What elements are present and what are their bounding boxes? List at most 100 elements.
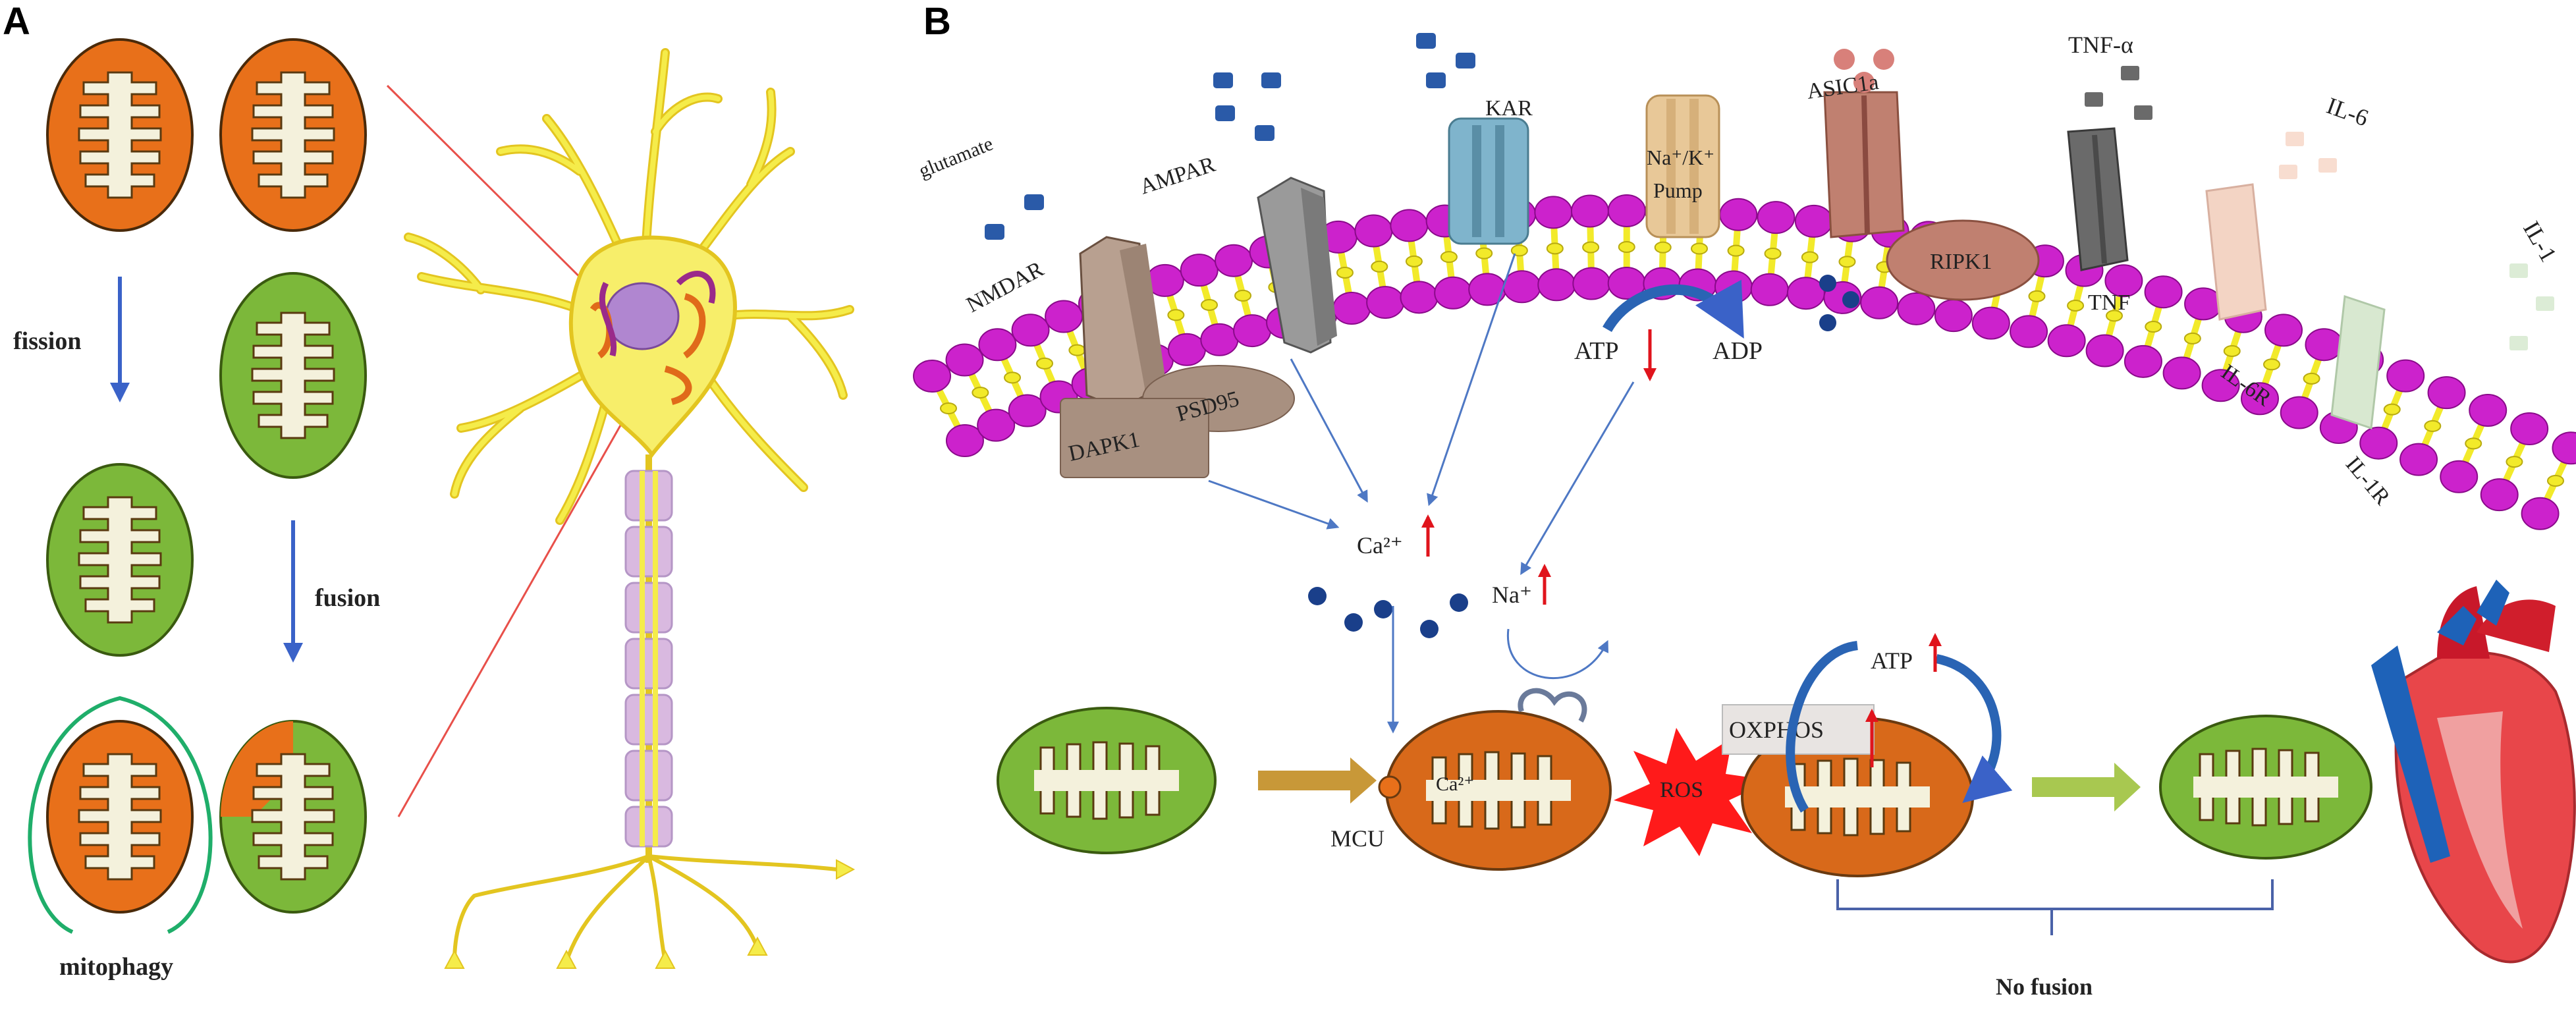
no-fusion-brace — [1836, 879, 2274, 935]
lipid-head — [1434, 276, 1473, 310]
lipid-head — [1366, 286, 1405, 319]
mito-orange-bottom-left — [46, 720, 194, 914]
nmdar-label: NMDAR — [962, 257, 1047, 317]
kar-to-ca-arrow — [1427, 253, 1516, 506]
no-fusion-label: No fusion — [1996, 973, 2093, 1000]
lipid-head — [1714, 270, 1753, 304]
il6-ligands — [2279, 132, 2337, 179]
lipid-tail-knot — [1546, 242, 1564, 255]
ampar-receptor — [1257, 177, 1337, 354]
lipid-head — [1607, 194, 1646, 227]
healthy-mito-left — [997, 707, 1217, 854]
il6-label: IL-6 — [2323, 92, 2372, 131]
ampar-label: AMPAR — [1137, 152, 1219, 200]
lipid-head — [2201, 369, 2240, 402]
lipid-tail-knot — [1405, 255, 1423, 267]
lipid-head — [1233, 314, 1272, 348]
lipid-head — [1167, 333, 1206, 366]
asic1a-channel — [1823, 91, 1905, 238]
mitophagy-label: mitophagy — [59, 953, 173, 981]
lipid-head — [1934, 299, 1973, 333]
lipid-tail-knot — [1371, 260, 1388, 273]
lipid-head — [1971, 306, 2010, 340]
lipid-tail-knot — [1036, 357, 1054, 370]
nmdar-ampar-to-ca-arrow — [1290, 358, 1368, 503]
lipid-head — [1897, 292, 1936, 325]
lipid-head — [1468, 273, 1507, 306]
tnf-receptor — [2067, 127, 2129, 271]
lipid-tail-knot — [2506, 456, 2523, 468]
neuron — [404, 48, 856, 969]
ca-in-mito-label: Ca²⁺ — [1436, 773, 1474, 795]
lipid-head — [2010, 315, 2048, 348]
lipid-head — [1045, 300, 1083, 333]
lipid-head — [1786, 277, 1825, 310]
mcu-label: MCU — [1330, 825, 1384, 852]
lipid-head — [2305, 328, 2343, 362]
ripk1-label: RIPK1 — [1930, 250, 1992, 274]
lipid-tail-knot — [1510, 244, 1528, 257]
lipid-tail-knot — [1234, 289, 1252, 302]
ripk1-protein — [1886, 219, 2040, 301]
lipid-head — [1200, 323, 1239, 356]
panel-letter-a: A — [3, 0, 30, 43]
fusion-label: fusion — [315, 584, 380, 612]
lipid-tail-knot — [1801, 251, 1819, 263]
lipid-tail-knot — [1838, 256, 1856, 268]
lipid-tail-knot — [1336, 266, 1354, 279]
adp-label: ADP — [1713, 337, 1763, 365]
lipid-head — [2510, 412, 2549, 445]
lipid-head — [1332, 292, 1371, 325]
lipid-tail-knot — [1004, 371, 1022, 384]
lipid-head — [2521, 497, 2560, 530]
lipid-head — [2144, 275, 2183, 309]
lipid-head — [1400, 281, 1439, 314]
atp-cycle-arrow — [1786, 641, 1996, 810]
fission-label: fission — [13, 327, 81, 355]
damaged-mito-ca — [1385, 710, 1612, 871]
il6r-receptor — [2205, 183, 2267, 321]
lipid-head — [1180, 254, 1219, 287]
lipid-tail-knot — [1475, 247, 1493, 260]
il1r-label: IL-1R — [2341, 452, 2395, 510]
lipid-tail-knot — [940, 402, 957, 414]
lipid-head — [1719, 198, 1758, 231]
lipid-head — [1794, 204, 1833, 238]
lipid-tail-knot — [972, 387, 989, 399]
lipid-tail-knot — [2223, 344, 2241, 357]
lipid-head — [1215, 244, 1253, 277]
tnf-alpha-label: TNF-α — [2068, 32, 2133, 58]
progression-arrow-2 — [2032, 763, 2141, 811]
lipid-head — [1011, 314, 1050, 347]
lipid-tail-knot — [2263, 358, 2281, 371]
atp-ions — [1819, 275, 1859, 331]
panel-a: A fission — [3, 0, 856, 981]
lipid-tail-knot — [1727, 244, 1745, 257]
il1-ligands — [2509, 263, 2554, 350]
lipid-tail-knot — [2106, 310, 2123, 322]
lipid-head — [2162, 356, 2201, 390]
oxphos-label: OXPHOS — [1729, 717, 1824, 743]
tnf-label: TNF — [2088, 290, 2130, 315]
zoom-line-lower — [397, 395, 639, 817]
lipid-head — [913, 359, 952, 393]
il1-label: IL-1 — [2518, 217, 2562, 266]
lipid-head — [2427, 376, 2466, 410]
lipid-tail-knot — [1167, 309, 1185, 321]
mito-mixed-bottom-right — [219, 720, 367, 914]
mitophagy-membrane — [28, 696, 213, 934]
dapk1-protein — [1060, 398, 1209, 478]
lipid-head — [978, 328, 1017, 362]
lipid-tail-knot — [1201, 298, 1219, 311]
mito-orange-top-left — [46, 38, 194, 232]
lipid-tail-knot — [1654, 241, 1672, 254]
exchanger-channel — [1518, 688, 1587, 723]
mito-orange-top-right — [219, 38, 367, 232]
lipid-tail-knot — [2067, 299, 2085, 312]
tnf-alpha-ligands — [2085, 66, 2152, 120]
dapk1-to-ca-arrow — [1208, 479, 1340, 530]
ros-label: ROS — [1660, 778, 1703, 802]
lipid-tail-knot — [1764, 247, 1782, 260]
na-label: Na⁺ — [1492, 582, 1532, 608]
